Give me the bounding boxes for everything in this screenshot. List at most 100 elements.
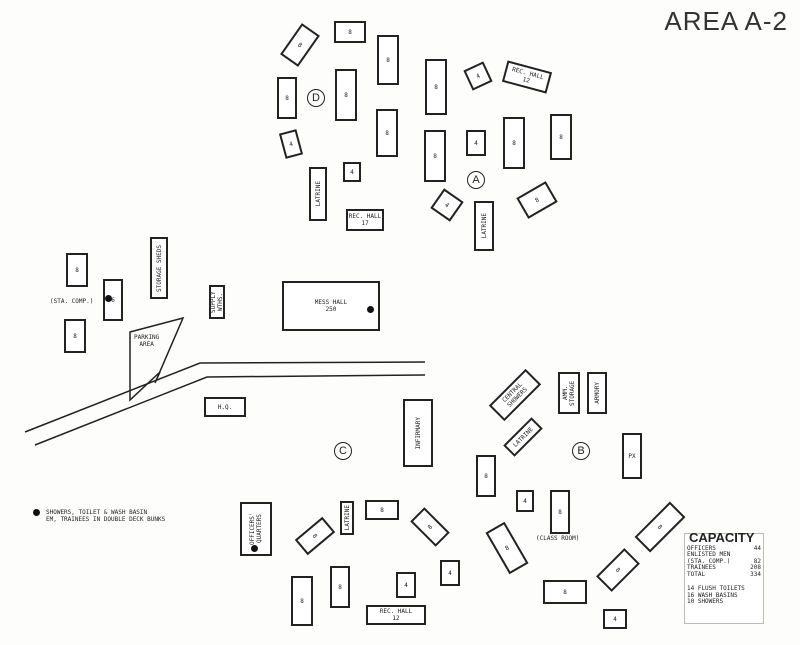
building-label: 8 [434,83,438,91]
building: 8 [424,130,446,182]
building-label: 8 [348,28,352,36]
building-label: 8 [386,56,390,64]
building-label: 4 [404,581,408,589]
building: 8 [330,566,350,608]
legend-dot-icon [32,508,40,516]
building-label: 4 [350,168,354,176]
building: 8 [503,117,525,169]
building-label: 8 [559,133,563,141]
showers-marker [104,294,112,302]
capacity-value: 82 [753,557,761,565]
building-label: 8 [426,523,434,531]
building: PX [622,433,642,479]
showers-marker [250,544,258,552]
building-label: ARMORY [593,382,601,404]
building: 8 [377,35,399,85]
capacity-table: CAPACITY OFFICERS 44 ENLISTED MEN (STA. C… [684,530,764,624]
capacity-title: CAPACITY [689,530,755,545]
building-label: MESS HALL 250 [314,299,348,313]
capacity-label: TRAINEES [687,564,716,571]
building: REC. HALL 17 [346,209,384,231]
building: ARMORY [587,372,607,414]
area-marker-c: C [334,442,352,460]
capacity-label: ENLISTED MEN [687,551,731,558]
building: H.Q. [204,397,246,417]
building: 8 [334,21,366,43]
building-label: 8 [503,544,511,552]
building-label: AMM. STORAGE [562,380,576,406]
building-label: 8 [433,152,437,160]
building-label: 8 [512,139,516,147]
building-label: 8 [533,196,541,204]
building: INFIRMARY [403,399,433,467]
facility-toilets: 14 FLUSH TOILETS [687,585,745,592]
building-label: 8 [344,91,348,99]
road-edge-north [24,361,426,433]
building-label: 8 [656,523,664,531]
building: LATRINE [474,201,494,251]
building: 6 [103,279,123,321]
building: 8 [277,77,297,119]
sta-comp-label: (STA. COMP.) [50,298,94,305]
legend-line-2: EM, TRAINEES IN DOUBLE DECK BUNKS [46,516,166,523]
building-label: 8 [338,583,342,591]
facility-basins: 16 WASH BASINS [687,591,738,599]
building: 8 [365,500,399,520]
building-label: LATRINE [480,213,488,239]
building: 8 [335,69,357,121]
building-label: 4 [448,569,452,577]
building-label: 8 [558,508,562,516]
building-label: REC. HALL 12 [511,66,545,85]
building-label: 8 [300,597,304,605]
building-label: 8 [296,41,304,49]
building-label: 8 [311,532,319,540]
area-marker-d: D [307,89,325,107]
parking-area-label: PARKING AREA [134,334,160,348]
building: 4 [440,560,460,586]
building-label: 4 [523,497,527,505]
capacity-label: TOTAL [687,570,706,578]
showers-marker [366,305,374,313]
building: SUPPLY WTHS. [209,285,225,319]
legend-line-1: SHOWERS, TOILET & WASH BASIN [46,509,148,516]
area-marker-b: B [572,442,590,460]
building: 4 [516,490,534,512]
class-room-label: (CLASS ROOM) [536,535,580,542]
building: 8 [476,455,496,497]
building: 8 [64,319,86,353]
building-label: 8 [75,266,79,274]
building-label: 4 [613,615,617,623]
building-label: REC. HALL 17 [348,213,382,227]
building-label: 4 [474,139,478,147]
building-label: 8 [563,588,567,596]
building-label: LATRINE [343,505,351,531]
building: 8 [550,490,570,534]
map-title: AREA A-2 [664,6,788,36]
capacity-value: 334 [750,570,761,578]
building: MESS HALL 250 [282,281,380,331]
building: 8 [291,576,313,626]
building: LATRINE [309,167,327,221]
building: 4 [343,162,361,182]
building: 8 [66,253,88,287]
building: 8 [543,580,587,604]
building-label: PX [628,452,636,460]
building: 8 [376,109,398,157]
building-label: STORAGE SHEDS [155,244,163,292]
road-edge-south [34,374,426,446]
building: REC. HALL 12 [366,605,426,625]
capacity-value: 208 [750,564,761,571]
capacity-label: (STA. COMP.) [687,557,731,565]
building-label: 4 [288,140,294,148]
building: AMM. STORAGE [558,372,580,414]
parking-area-outline [129,316,185,402]
capacity-value: 44 [753,544,761,552]
building-label: 8 [614,566,622,574]
building-label: INFIRMARY [414,416,422,450]
capacity-label: OFFICERS [687,544,716,552]
building: 4 [396,572,416,598]
building-label: 8 [484,472,488,480]
facility-showers: 10 SHOWERS [687,598,724,605]
building-label: 8 [380,506,384,514]
